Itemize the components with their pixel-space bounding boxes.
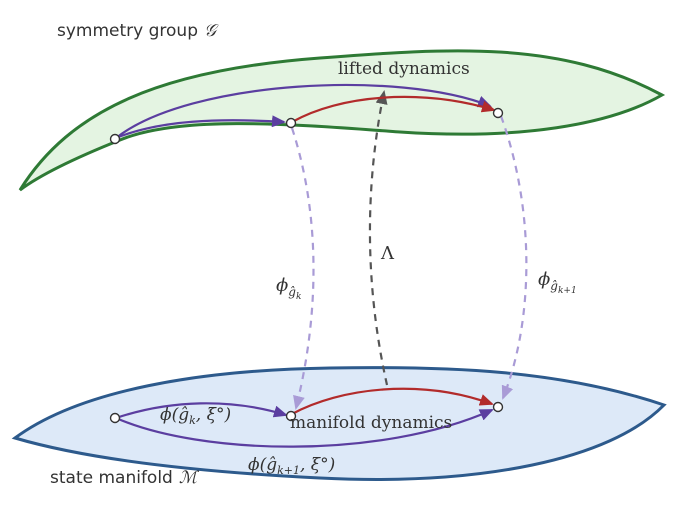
- group-node-k: [285, 117, 297, 129]
- phi-gk1-xi-label: ϕ(ĝk+1, ξ°): [248, 455, 335, 477]
- phi-gk-label: ϕĝk: [276, 275, 301, 302]
- manifold-node-k1: [492, 401, 504, 413]
- manifold-node-start: [109, 412, 121, 424]
- lifted-long-arrow: [115, 83, 492, 139]
- lifted-short-arrow: [115, 115, 286, 140]
- manifold-long-arrow: [115, 408, 494, 448]
- lambda-label: Λ: [380, 243, 395, 264]
- group-node-k1: [492, 107, 504, 119]
- lifted-red-arrow: [291, 95, 496, 123]
- phi-gk-xi-label: ϕ(ĝk, ξ°): [160, 405, 231, 427]
- manifold-node-k: [285, 410, 297, 422]
- lambda-lift-arrow: [368, 90, 389, 386]
- lifted-dynamics-label: lifted dynamics: [338, 59, 470, 79]
- manifold-red-arrow: [291, 387, 494, 415]
- phi-gk1-label: ϕĝk+1: [538, 269, 577, 296]
- group-node-start: [109, 133, 121, 145]
- symmetry-group-region: [18, 49, 666, 192]
- manifold-short-arrow: [115, 402, 288, 420]
- phi-gk-map-arrow: [290, 127, 315, 410]
- state-manifold-region: [11, 366, 667, 481]
- manifold-dynamics-label: manifold dynamics: [290, 413, 452, 433]
- phi-gk1-map-arrow: [499, 115, 528, 400]
